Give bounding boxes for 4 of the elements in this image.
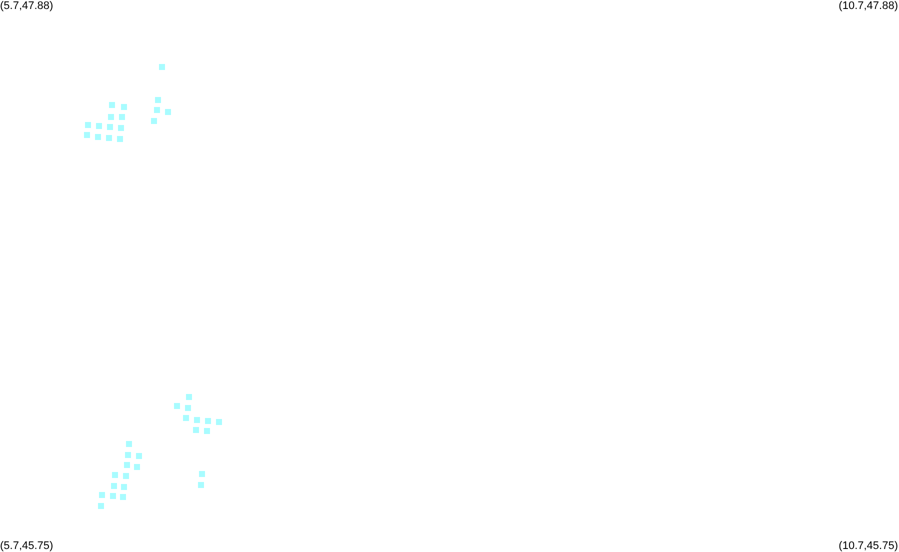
corner-coordinate-label: (10.7,47.88) bbox=[838, 0, 898, 12]
corner-coordinate-label: (10.7,45.75) bbox=[838, 540, 898, 552]
corner-coordinate-label: (5.7,47.88) bbox=[0, 0, 54, 12]
corner-coordinate-label: (5.7,45.75) bbox=[0, 540, 54, 552]
